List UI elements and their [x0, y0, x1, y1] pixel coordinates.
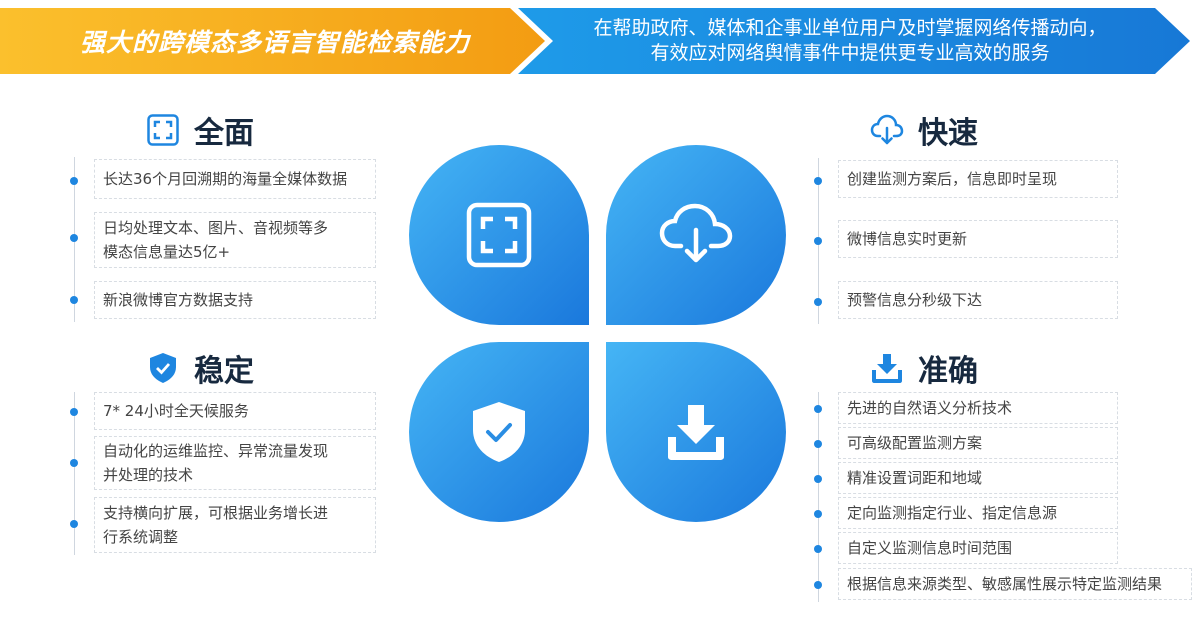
banner-left-title: 强大的跨模态多语言智能检索能力 [79, 28, 470, 57]
list-item-text: 7* 24小时全天候服务 [103, 402, 249, 420]
section-title-comprehensive: 全面 [146, 108, 254, 152]
section-title-text: 全面 [194, 116, 254, 151]
list-item: 支持横向扩展，可根据业务增长进 行系统调整 [94, 497, 376, 553]
scan-frame-icon [146, 113, 180, 147]
banner-right-line1: 在帮助政府、媒体和企事业单位用户及时掌握网络传播动向， [593, 17, 1107, 39]
list-item-text: 可高级配置监测方案 [847, 434, 983, 452]
section-title-stable: 稳定 [146, 346, 254, 390]
list-item-text: 新浪微博官方数据支持 [103, 291, 254, 309]
list-bullet [814, 475, 822, 483]
list-rail [818, 392, 819, 602]
section-title-text: 稳定 [194, 354, 254, 389]
banner-right-line2: 有效应对网络舆情事件中提供更专业高效的服务 [650, 42, 1050, 64]
shield-check-icon [146, 351, 180, 385]
list-bullet [70, 459, 78, 467]
section-title-fast: 快速 [870, 108, 978, 152]
list-item-text: 微博信息实时更新 [847, 230, 968, 248]
list-bullet [814, 177, 822, 185]
banner-right-shape [518, 8, 1190, 74]
list-rail [74, 392, 75, 555]
list-bullet [70, 234, 78, 242]
section-title-text: 准确 [918, 354, 978, 389]
list-item-text: 根据信息来源类型、敏感属性展示特定监测结果 [847, 575, 1163, 593]
center-petals [409, 145, 786, 522]
list-bullet [814, 545, 822, 553]
section-title-text: 快速 [918, 116, 978, 151]
list-bullet [70, 520, 78, 528]
list-item-text: 支持横向扩展，可根据业务增长进 [103, 504, 329, 522]
top-banner: 强大的跨模态多语言智能检索能力 在帮助政府、媒体和企事业单位用户及时掌握网络传播… [0, 8, 1192, 74]
list-item: 新浪微博官方数据支持 [94, 281, 376, 319]
tray-download-icon [668, 405, 724, 460]
list-item-text: 日均处理文本、图片、音视频等多 [103, 219, 329, 237]
list-item-text: 预警信息分秒级下达 [847, 291, 983, 309]
list-item: 精准设置词距和地域 [838, 462, 1118, 494]
list-bullet [814, 298, 822, 306]
banner-shapes [0, 8, 1190, 74]
list-item-text: 长达36个月回溯期的海量全媒体数据 [103, 170, 348, 188]
list-item-text: 自动化的运维监控、异常流量发现 [103, 442, 329, 460]
scan-frame-icon [466, 202, 532, 268]
cloud-download-icon [659, 203, 733, 263]
list-item-text: 行系统调整 [103, 528, 179, 546]
cloud-download-icon [870, 113, 904, 147]
list-item-text: 自定义监测信息时间范围 [847, 539, 1013, 557]
list-item: 微博信息实时更新 [838, 220, 1118, 258]
petal-fast [606, 145, 786, 325]
tray-download-icon [870, 351, 904, 385]
list-item: 自定义监测信息时间范围 [838, 532, 1118, 564]
list-bullet [70, 177, 78, 185]
banner-left-shape [0, 8, 545, 74]
list-bullet [814, 510, 822, 518]
list-bullet [814, 405, 822, 413]
list-bullet [70, 296, 78, 304]
list-item: 7* 24小时全天候服务 [94, 392, 376, 430]
comprehensive-list: 长达36个月回溯期的海量全媒体数据 日均处理文本、图片、音视频等多 模态信息量达… [70, 157, 394, 322]
list-bullet [814, 237, 822, 245]
list-item-text: 定向监测指定行业、指定信息源 [847, 504, 1058, 522]
banner-right-text: 在帮助政府、媒体和企事业单位用户及时掌握网络传播动向， 有效应对网络舆情事件中提… [545, 8, 1155, 74]
list-item: 根据信息来源类型、敏感属性展示特定监测结果 [838, 568, 1192, 600]
stable-list: 7* 24小时全天候服务 自动化的运维监控、异常流量发现 并处理的技术 支持横向… [70, 392, 394, 555]
list-bullet [70, 408, 78, 416]
list-item-text: 先进的自然语义分析技术 [847, 399, 1013, 417]
list-bullet [814, 581, 822, 589]
list-item: 定向监测指定行业、指定信息源 [838, 497, 1118, 529]
petal-stable [409, 342, 589, 522]
list-item: 可高级配置监测方案 [838, 427, 1118, 459]
fast-list: 创建监测方案后，信息即时呈现 微博信息实时更新 预警信息分秒级下达 [814, 158, 1138, 324]
list-item: 预警信息分秒级下达 [838, 281, 1118, 319]
list-item: 自动化的运维监控、异常流量发现 并处理的技术 [94, 436, 376, 490]
list-item-text: 精准设置词距和地域 [847, 469, 983, 487]
list-item: 长达36个月回溯期的海量全媒体数据 [94, 159, 376, 199]
petal-comprehensive [409, 145, 589, 325]
list-item: 先进的自然语义分析技术 [838, 392, 1118, 424]
section-title-accurate: 准确 [870, 346, 978, 390]
accurate-list: 先进的自然语义分析技术 可高级配置监测方案 精准设置词距和地域 定向监测指定行业… [814, 392, 1192, 602]
list-item-text: 模态信息量达5亿+ [103, 243, 231, 261]
list-item-text: 创建监测方案后，信息即时呈现 [847, 170, 1058, 188]
list-item: 创建监测方案后，信息即时呈现 [838, 160, 1118, 198]
petal-accurate [606, 342, 786, 522]
shield-check-icon [473, 402, 525, 462]
list-item: 日均处理文本、图片、音视频等多 模态信息量达5亿+ [94, 212, 376, 268]
list-bullet [814, 440, 822, 448]
list-item-text: 并处理的技术 [103, 466, 194, 484]
